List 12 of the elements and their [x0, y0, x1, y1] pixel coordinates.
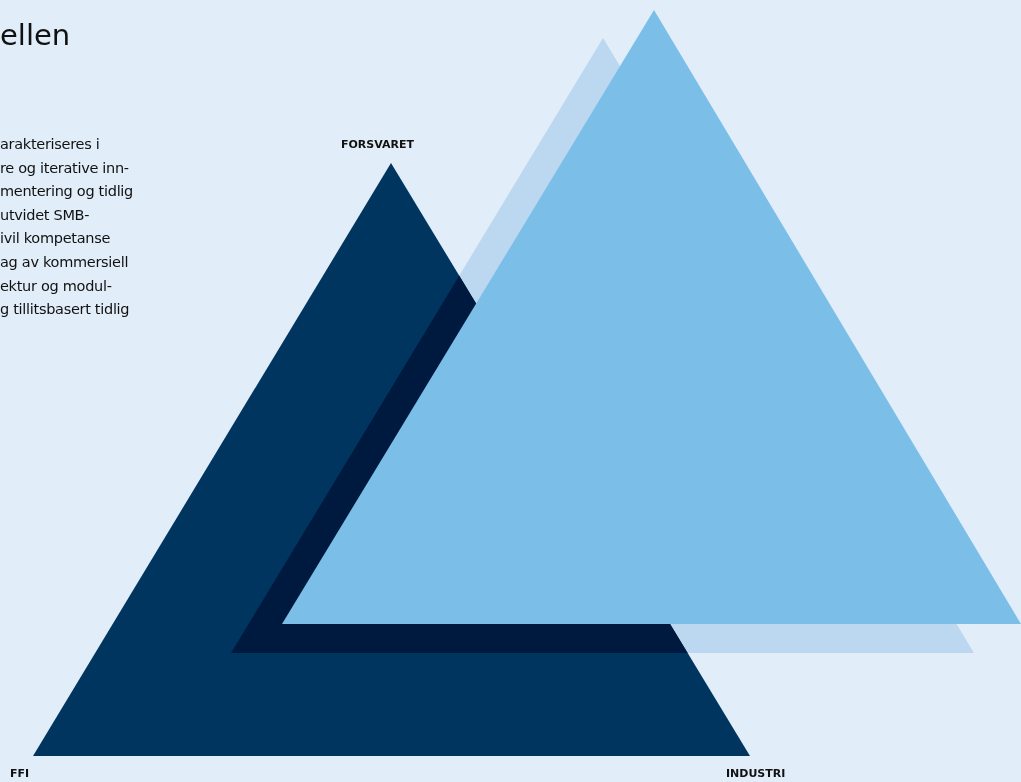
vertex-label: FORSVARET	[341, 138, 415, 151]
paragraph-line: re og iterative inn-	[0, 159, 129, 176]
paragraph-line: ektur og modul-	[0, 277, 112, 294]
vertex-label: INDUSTRI	[726, 767, 786, 780]
paragraph-line: ivil kompetanse	[0, 230, 110, 247]
paragraph-line: ag av kommersiell	[0, 254, 129, 270]
vertex-label: FFI	[10, 767, 30, 780]
heading: ellen	[0, 18, 71, 52]
paragraph-line: g tillitsbasert tidlig	[0, 301, 130, 318]
paragraph-line: arakteriseres i	[0, 136, 100, 152]
paragraph-line: mentering og tidlig	[0, 183, 133, 200]
paragraph-line: utvidet SMB-	[0, 206, 90, 223]
